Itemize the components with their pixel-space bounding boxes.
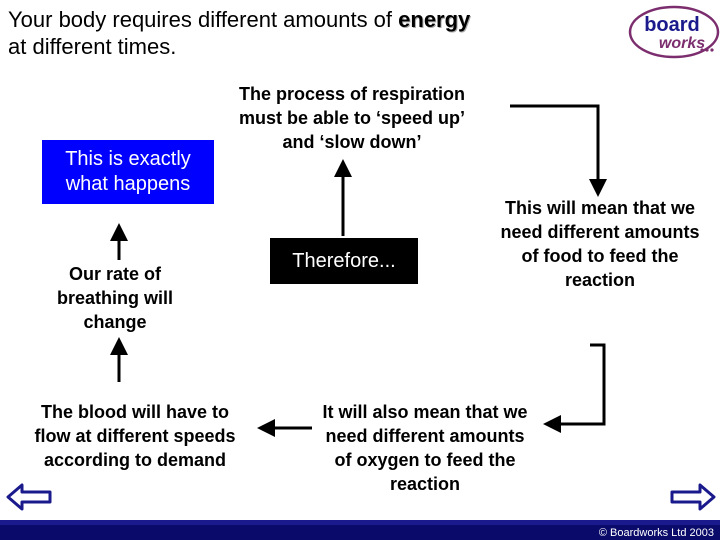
footer-bar <box>0 525 720 540</box>
boardworks-logo: board works <box>628 4 720 60</box>
this-happens-box: This is exactly what happens <box>42 140 214 204</box>
logo-ellipse-icon: board works <box>628 5 720 59</box>
step-breathing: Our rate of breathing will change <box>56 264 173 332</box>
therefore-box: Therefore... <box>270 238 418 284</box>
title-emphasis: energy <box>398 7 471 32</box>
copyright-text: © Boardworks Ltd 2003 <box>598 527 714 539</box>
title-line2: at different times. <box>8 34 177 59</box>
slide-title: Your body requires different amounts of … <box>8 6 608 60</box>
footer-bar-top <box>0 520 720 525</box>
step-blood: The blood will have to flow at different… <box>34 402 236 470</box>
logo-top-text: board <box>644 14 700 36</box>
arrow-food-to-oxygen <box>543 343 606 433</box>
next-slide-button[interactable] <box>668 482 716 512</box>
arrow-process-to-food <box>510 104 607 197</box>
logo-bottom-text: works <box>659 35 705 52</box>
step-oxygen: It will also mean that we need different… <box>322 402 528 494</box>
arrow-left-icon <box>6 483 52 511</box>
step-process: The process of respiration must be able … <box>238 84 466 152</box>
prev-slide-button[interactable] <box>6 482 54 512</box>
title-line1: Your body requires different amounts of <box>8 7 399 32</box>
arrow-right-icon <box>670 483 716 511</box>
step-food: This will mean that we need different am… <box>500 198 700 290</box>
